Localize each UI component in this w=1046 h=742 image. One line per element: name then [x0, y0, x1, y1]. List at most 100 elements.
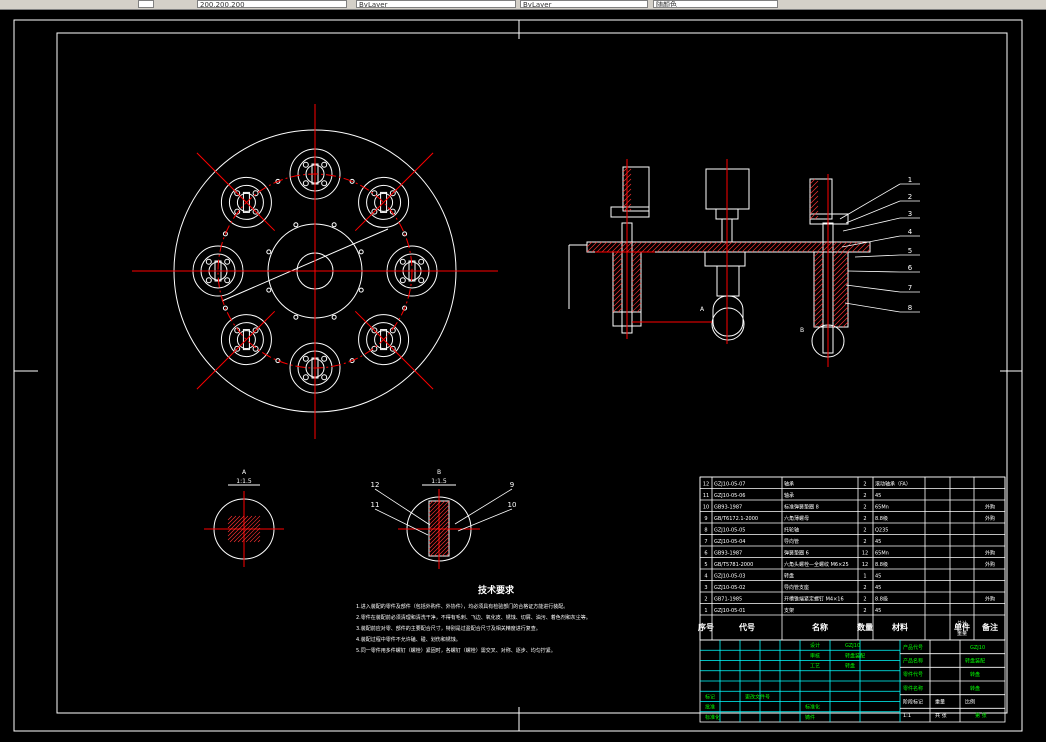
bom-code: GZJ10-05-02 [714, 585, 745, 591]
bolt-hole [321, 180, 328, 187]
tb-std-2: 标准化 [705, 714, 720, 721]
hatch-line [731, 241, 743, 253]
inner-hole [358, 287, 364, 293]
bolt-hole [418, 258, 425, 265]
hatch-line [636, 307, 642, 313]
color-field[interactable]: 200,200,200 [197, 0, 347, 8]
leader-b-label: B [800, 327, 804, 334]
bolt-hole [205, 258, 212, 265]
hatch-line [227, 515, 233, 521]
bom-code: GB93-1987 [714, 551, 742, 557]
hatch-line [612, 287, 623, 298]
hatch-line [631, 251, 638, 258]
bolt-hole [389, 190, 396, 197]
hatch-line [656, 241, 668, 253]
bom-material: 45 [875, 585, 881, 591]
hatch-line [809, 195, 819, 205]
pitch-hole [222, 231, 228, 237]
hatch-line [257, 539, 261, 543]
hatch-line [441, 548, 450, 557]
bom-header-no: 序号 [698, 622, 714, 632]
hub-core [374, 192, 394, 212]
bolt-hole [418, 277, 425, 284]
bom-name: 轴承 [784, 481, 794, 488]
hatch-line [428, 500, 438, 510]
hatch-line [433, 540, 450, 557]
layer-state-icon[interactable] [138, 0, 154, 8]
leader-line [847, 270, 901, 273]
hatch-line [428, 500, 446, 518]
hatch-line [832, 251, 844, 263]
bom-frame [699, 476, 1006, 641]
hatch-line [832, 256, 849, 273]
leader-line [845, 284, 901, 293]
hatch-line [612, 272, 623, 283]
hatch-line [761, 241, 773, 253]
bom-no: 10 [703, 505, 709, 511]
hatch-line [736, 241, 748, 253]
hub-assembly [220, 314, 272, 366]
leader-line [854, 254, 901, 258]
hatch-line [237, 519, 261, 543]
leader-number: 7 [908, 284, 912, 292]
hatch-line [813, 302, 824, 313]
bolt-hole [205, 277, 212, 284]
hatch-line [428, 508, 450, 530]
hatch-line [813, 272, 824, 283]
section-a-view: A1:1.5 [204, 469, 284, 567]
hatch-line [601, 241, 613, 253]
pitch-hole [402, 305, 408, 311]
bom-material: 8.8级 [875, 596, 888, 603]
tb-product-code-val: GZJ10 [970, 645, 985, 651]
hatch-line [726, 241, 738, 253]
hatch-line [612, 282, 623, 293]
tb-approve: 批准 [705, 704, 715, 711]
inner-hole [266, 287, 272, 293]
tech-requirements-heading: 技术要求 [477, 586, 514, 596]
tb-scale-value: 1:1 [903, 713, 911, 719]
hatch-line [631, 297, 642, 308]
hatch-line [253, 535, 261, 543]
hub-inner-ring [228, 184, 264, 220]
bom-no: 2 [704, 597, 707, 603]
section-a-letter: A [242, 469, 247, 476]
bom-material: 45 [875, 493, 881, 499]
hatch-line [706, 241, 718, 253]
bom-qty: 2 [863, 528, 866, 534]
lineweight-field[interactable]: ByLayer [520, 0, 648, 8]
bolt-hole [389, 327, 396, 334]
hatch-line [631, 262, 642, 273]
tb-part-code-val: 转盘 [970, 671, 980, 678]
hatch-line [612, 257, 623, 268]
linetype-field[interactable]: ByLayer [356, 0, 516, 8]
bolt-hole [302, 355, 309, 362]
hatch-line [809, 185, 819, 195]
hatch-line [811, 241, 823, 253]
requirement-line: 5.同一零件用多件螺钉（螺栓）紧固时，各螺钉（螺栓）需交叉、对称、逐步、均匀拧紧… [356, 648, 556, 654]
requirements-list: 1.进入装配的零件及部件（包括外购件、外协件），均必须具有检验部门的合格证方能进… [356, 602, 696, 657]
bom-code: GZJ10-05-07 [714, 482, 745, 488]
hatch-line [809, 200, 819, 210]
hatch-line [612, 262, 623, 273]
bolt-hole [234, 327, 241, 334]
hub-assembly [220, 176, 272, 228]
bom-code: GB/T6172.1-2000 [714, 516, 758, 522]
bom-qty: 2 [863, 597, 866, 603]
hub-key [380, 329, 388, 351]
bolt-hole [371, 190, 378, 197]
hatch-line [832, 261, 849, 278]
bolt-hole [389, 345, 396, 352]
bom-qty: 2 [863, 516, 866, 522]
plotstyle-field[interactable]: 随颜色 [653, 0, 778, 8]
bom-qty: 2 [863, 493, 866, 499]
hatch-line [842, 321, 849, 328]
bom-note: 外购 [985, 561, 995, 568]
hatch-line [651, 241, 663, 253]
hatch-line [813, 262, 824, 273]
